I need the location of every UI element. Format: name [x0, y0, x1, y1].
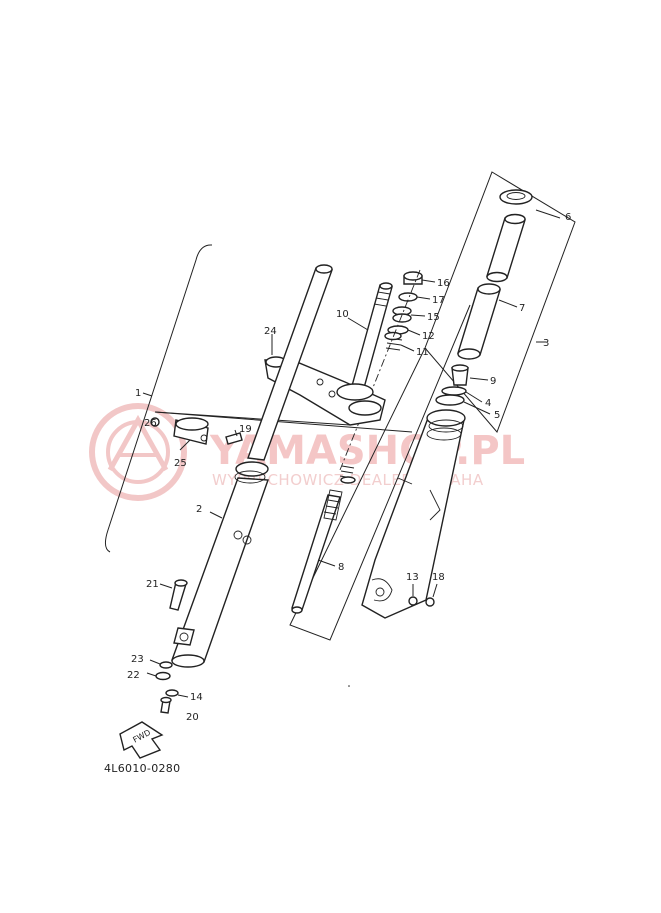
watermark-logo-icon: [89, 403, 187, 501]
callout-22: 22: [127, 670, 140, 681]
callout-15: 15: [427, 312, 440, 323]
fwd-arrow-icon: FWD: [119, 721, 164, 759]
assembly-frame-right: [424, 171, 576, 433]
outer-tube-2: [171, 461, 269, 668]
callout-12: 12: [422, 331, 435, 342]
oil-lock-piece-9: [451, 364, 469, 386]
callout-26: 26: [144, 418, 157, 429]
callout-18: 18: [432, 572, 445, 583]
callout-23: 23: [131, 654, 144, 665]
callout-13: 13: [406, 572, 419, 583]
washer-13: [408, 596, 418, 606]
bolt-20: [160, 696, 172, 714]
inner-tube-7: [457, 283, 501, 360]
steering-stem-10: [349, 282, 393, 396]
cap-25: [173, 417, 209, 445]
assembly-frame-inner: [289, 304, 471, 641]
inner-tube-left: [247, 264, 333, 461]
bolt-21: [169, 579, 188, 611]
washer-23: [159, 661, 173, 669]
spring-mid: [339, 465, 356, 484]
callout-10: 10: [336, 309, 349, 320]
callout-1: 1: [135, 388, 141, 399]
callout-5: 5: [494, 410, 500, 421]
callout-21: 21: [146, 579, 159, 590]
callout-6: 6: [565, 212, 571, 223]
callout-9: 9: [490, 376, 496, 387]
callout-labels: 1 2 3 4 5 6 7 8 9 10 11 12 13 14 15 16 1…: [127, 212, 571, 723]
callout-11: 11: [416, 347, 429, 358]
bolt-26: [150, 417, 160, 427]
washer-4: [441, 386, 467, 396]
callout-16: 16: [437, 278, 450, 289]
leader-lines: [146, 209, 561, 698]
callout-3: 3: [543, 338, 549, 349]
outer-tube-right: [361, 409, 466, 619]
leader-1: [142, 392, 153, 397]
callout-4: 4: [485, 398, 491, 409]
nut-16: [403, 271, 423, 285]
bearing-11: [384, 331, 403, 351]
callout-19: 19: [239, 424, 252, 435]
callout-2: 2: [196, 504, 202, 515]
callout-24: 24: [264, 326, 277, 337]
stray-dot: [348, 685, 350, 687]
callout-17: 17: [432, 295, 445, 306]
callout-8: 8: [338, 562, 344, 573]
diagram-code: 4L6010-0280: [104, 762, 180, 775]
bearing-15: [392, 306, 412, 323]
bolt-18: [425, 597, 435, 607]
callout-7: 7: [519, 303, 525, 314]
washer-22: [155, 671, 171, 681]
assembly-bracket-left: [104, 244, 213, 553]
leader-1b: [154, 411, 351, 426]
callout-20: 20: [186, 712, 199, 723]
seal-5: [435, 394, 465, 406]
washer-14: [165, 689, 179, 697]
spacer-tube: [486, 213, 526, 283]
callout-14: 14: [190, 692, 203, 703]
axis-line: [339, 269, 421, 471]
callout-25: 25: [174, 458, 187, 469]
bolt-19: [225, 432, 243, 445]
damper-rod-8: [291, 489, 343, 614]
cap-6: [499, 189, 533, 205]
